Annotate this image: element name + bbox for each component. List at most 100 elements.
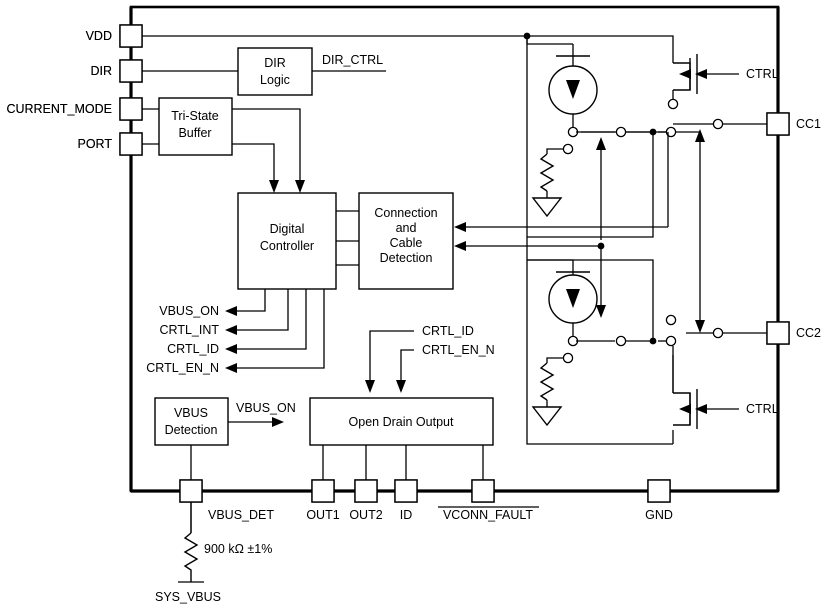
pin-pad-cc2-overlay [766,321,790,345]
block-dir-logic [237,47,313,96]
switch-node-cc2-pad [712,327,724,339]
pulldown-cc1 [531,143,574,218]
pin-label-vconn-fault: VCONN_FAULT [443,508,533,522]
arrowhead-vbus-on [225,306,237,316]
arrowhead-odo-crtl-id [365,380,375,393]
pin-label-dir: DIR [90,64,112,78]
wire-buffer-out-a [232,108,301,186]
block-vbus-detection-line2: Detection [165,423,218,437]
pin-label-vbus-det: VBUS_DET [208,508,274,522]
pin-pad-id-overlay [394,479,418,503]
pin-pad-out1-overlay [311,479,335,503]
pin-label-current-mode-top: CURRENT_MODE [6,102,112,116]
signal-label-ctrl-cc1: CTRL [746,67,779,81]
arrowhead-crtl-id [225,344,237,354]
resistor-vbus-det [183,532,199,582]
signal-label-crtl-en-n: CRTL_EN_N [146,361,219,375]
pin-label-cc1: CC1 [796,117,821,131]
terminal-rd2-top [562,352,574,364]
wire-analog-left-rail-bottom [526,237,673,445]
block-digital-controller-line2: Controller [260,239,314,253]
pin-pad-vdd-overlay [119,24,143,48]
block-tri-state-buffer-line2: Buffer [178,126,211,140]
switch-node-cc1-a [712,118,724,130]
signal-label-vbus-on-det: VBUS_ON [236,401,296,415]
arrowhead-odo-crtl-en-n [396,380,406,393]
arrowhead-buffer-out-b [269,180,279,193]
ground-symbol-cc2 [531,406,563,427]
pin-label-port-top: PORT [78,137,113,151]
wire-cs2-supply [527,259,574,272]
switch-node-cc2-c [665,335,677,347]
wire-rd1-top [546,148,563,154]
external-label-sys-vbus: SYS_VBUS [155,590,221,604]
block-digital-controller-line1: Digital [270,222,305,236]
pmos-cc1: CTRL [667,54,779,110]
wire-buffer-out-b [232,143,275,186]
wire-out-crtl-id [237,289,307,350]
arrowhead-buffer-out-a [295,180,305,193]
block-connection-cable-detection [358,192,454,290]
external-label-resistor-value: 900 kΩ ±1% [204,542,272,556]
block-dir-logic-line2: Logic [260,73,290,87]
pmos2-bulk-arrow [679,404,691,414]
block-ccd-line3: Cable [390,236,423,250]
pin-pad-vbus-det-overlay [179,479,203,503]
signal-label-odo-crtl-id: CRTL_ID [422,324,474,338]
switch-node-cc2-b [615,335,627,347]
switch-node-cc2-a [665,314,677,326]
pin-label-dir-top: DIR [90,64,112,78]
pin-label-gnd: GND [645,508,673,522]
arrowhead-crtl-en-n [225,363,237,373]
pin-label-cc2: CC2 [796,326,821,340]
arrowhead-vbus-det-out [272,417,284,427]
pin-label-out1: OUT1 [306,508,339,522]
pin-pad-dir-overlay [119,59,143,83]
current-source-cc2-arrow [566,289,580,308]
signal-label-ctrl-cc2: CTRL [746,402,779,416]
terminal-pmos1-source [667,98,679,110]
wire-rd2-top [546,357,563,363]
pmos-cc2: CTRL [672,355,779,444]
current-source-cc1-arrow [566,80,580,99]
arrowhead-cc2-vert-left [596,305,606,318]
wire-odo-in-crtl-en-n [400,349,414,386]
arrowhead-cc-interlink-down [695,320,705,333]
pin-pad-cc1-overlay [766,112,790,136]
pin-label-id: ID [400,508,413,522]
block-dir-logic-line1: DIR [264,56,286,70]
current-source-cc2 [527,259,598,347]
wire-out-vbus-on [237,289,266,312]
arrowhead-ctrl-cc2 [695,404,707,414]
signal-label-odo-crtl-en-n: CRTL_EN_N [422,343,495,357]
pin-pad-vconn-fault-overlay [471,479,495,503]
block-ccd-line4: Detection [380,251,433,265]
signal-label-vbus-on: VBUS_ON [159,304,219,318]
arrowhead-feedback-cc2 [454,241,466,251]
block-open-drain-output [309,397,494,446]
arrowhead-ctrl-cc1 [695,69,707,79]
arrowhead-feedback-cc1 [454,222,466,232]
pin-pad-gnd-overlay [647,479,671,503]
wire-odo-in-crtl-id [369,330,414,386]
current-source-cc1 [527,43,598,138]
pin-label-port: PORT [78,137,113,151]
switch-node-cc1-b [615,126,627,138]
switch-node-cc1-c [665,126,677,138]
pulldown-cc2 [531,352,574,427]
block-vbus-detection-line1: VBUS [174,406,208,420]
block-vbus-detection [154,397,229,446]
pin-pad-out2-overlay [354,479,378,503]
pmos1-source-lead [673,74,691,91]
ground-symbol-cc1 [531,197,563,218]
block-ccd-line1: Connection [374,206,437,220]
block-ccd-line2: and [396,221,417,235]
pin-label-vdd: VDD [86,29,112,43]
signal-label-dir-ctrl: DIR_CTRL [322,53,383,67]
block-tri-state-buffer [158,97,233,156]
wire-out-crtl-en-n [237,289,325,369]
pin-label-vdd-top: VDD [86,29,112,43]
block-tri-state-buffer-line1: Tri-State [171,109,219,123]
